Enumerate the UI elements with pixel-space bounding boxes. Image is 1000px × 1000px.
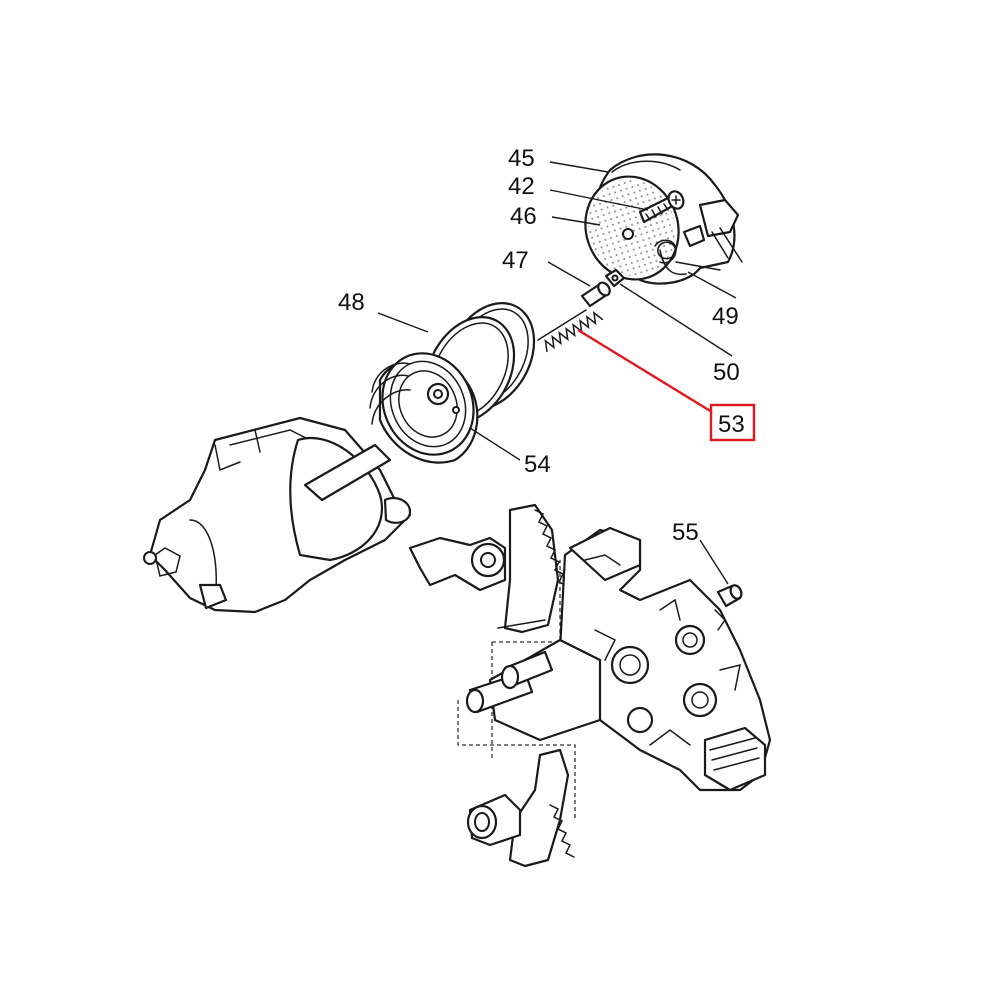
main-housing [143, 416, 412, 614]
part-54-piston [369, 352, 479, 464]
part-53-spring [537, 309, 604, 353]
gear-housing [465, 526, 772, 792]
callout-54: 54 [524, 451, 551, 478]
leader-lines [377, 161, 737, 585]
callout-45: 45 [508, 145, 535, 172]
part-50-nut [604, 268, 626, 288]
callout-53-highlight-box [709, 403, 756, 442]
gear-arm-upper [408, 503, 577, 634]
callout-48: 48 [338, 289, 365, 316]
callout-49: 49 [712, 303, 739, 330]
callout-labels: 45 42 46 47 48 49 50 53 54 55 [338, 145, 756, 546]
callout-50: 50 [713, 359, 740, 386]
gear-arm-lower [466, 748, 575, 868]
callout-47: 47 [502, 247, 529, 274]
leader-53-highlight [577, 328, 713, 414]
callout-53: 53 [718, 411, 745, 438]
part-47-valve-pin [580, 281, 611, 308]
part-42-screw [638, 190, 685, 224]
part-55-screw [716, 584, 743, 608]
callout-42: 42 [508, 173, 535, 200]
callout-46: 46 [510, 203, 537, 230]
part-49-spring [654, 224, 721, 276]
callout-55: 55 [672, 519, 699, 546]
